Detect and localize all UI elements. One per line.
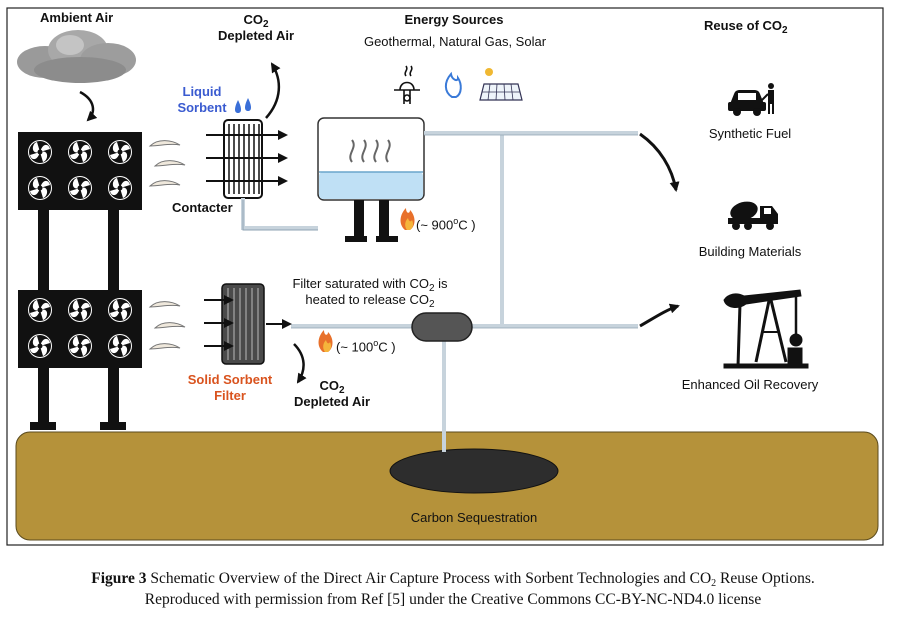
cloud-to-fans-arrow xyxy=(79,90,98,122)
car-fuel-icon xyxy=(728,83,774,116)
figure-caption-line-1: Figure 3 Schematic Overview of the Direc… xyxy=(91,570,815,589)
flame-icon xyxy=(318,330,333,352)
flow-arrows-lower xyxy=(204,295,292,351)
depleted-air-arrow-bottom xyxy=(293,343,307,384)
depleted-air-arrow-top xyxy=(265,62,281,119)
temperature-low-label: (~ 100oC ) xyxy=(336,338,396,355)
liquid-pipe xyxy=(241,198,318,230)
sequestration-reservoir xyxy=(389,448,559,494)
lower-fan-array xyxy=(18,290,142,368)
synthetic-fuel-label: Synthetic Fuel xyxy=(708,126,792,141)
oil-pump-icon xyxy=(723,289,809,369)
air-flow-icon xyxy=(149,140,186,350)
figure-caption-line-2: Reproduced with permission from Ref [5] … xyxy=(144,591,762,608)
water-drop-icon xyxy=(235,98,251,113)
carbon-sequestration-label: Carbon Sequestration xyxy=(410,510,538,525)
contacter-label: Contacter xyxy=(172,200,233,215)
ambient-air-label: Ambient Air xyxy=(40,10,114,25)
separator-capsule xyxy=(411,312,473,342)
energy-sources-title: Energy Sources xyxy=(404,12,504,27)
reuse-title: Reuse of CO2 xyxy=(704,18,788,36)
energy-sources-list: Geothermal, Natural Gas, Solar xyxy=(363,34,547,49)
figure-frame xyxy=(6,7,884,546)
temperature-high-label: (~ 900oC ) xyxy=(416,216,476,233)
building-materials-label: Building Materials xyxy=(698,244,802,259)
calciner-tank xyxy=(317,117,425,242)
flame-icon xyxy=(400,208,415,230)
figure-caption-label: Figure 3 xyxy=(91,570,147,587)
gas-flame-icon xyxy=(444,71,462,98)
reuse-arrow-bottom xyxy=(639,303,680,328)
reuse-arrow-top xyxy=(639,132,680,192)
upper-fan-array xyxy=(18,132,142,210)
cement-truck-icon xyxy=(728,201,778,230)
fan-stand xyxy=(30,210,126,430)
enhanced-oil-recovery-label: Enhanced Oil Recovery xyxy=(681,377,819,392)
solar-panel-icon xyxy=(479,68,523,101)
flow-arrows-upper xyxy=(206,130,288,186)
cloud-icon xyxy=(17,30,136,83)
geothermal-icon xyxy=(394,65,420,104)
